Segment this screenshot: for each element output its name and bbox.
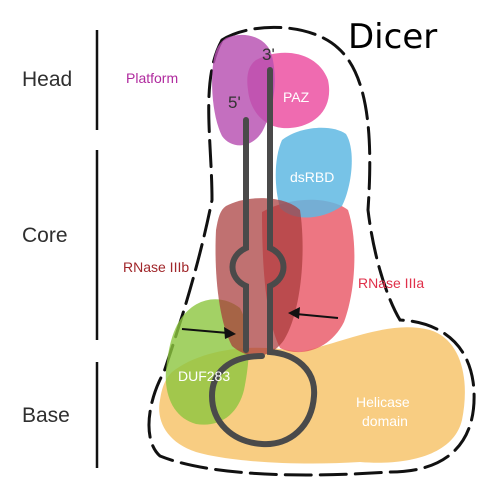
dsrbd-label: dsRBD xyxy=(290,169,334,185)
section-label-core: Core xyxy=(22,224,68,247)
rnase3b-label: RNase IIIb xyxy=(123,259,189,275)
helicase-label-line2: domain xyxy=(362,413,408,429)
section-label-base: Base xyxy=(22,404,70,427)
rnase3a-label: RNase IIIa xyxy=(358,275,424,291)
paz-label: PAZ xyxy=(283,89,310,105)
platform-label: Platform xyxy=(126,70,178,86)
rna-end-3prime: 3' xyxy=(262,45,275,64)
duf283-label: DUF283 xyxy=(178,368,230,384)
rna-end-5prime: 5' xyxy=(228,93,241,112)
section-label-head: Head xyxy=(22,68,72,91)
diagram-title: Dicer xyxy=(348,17,437,57)
helicase-label-line1: Helicase xyxy=(356,394,410,410)
